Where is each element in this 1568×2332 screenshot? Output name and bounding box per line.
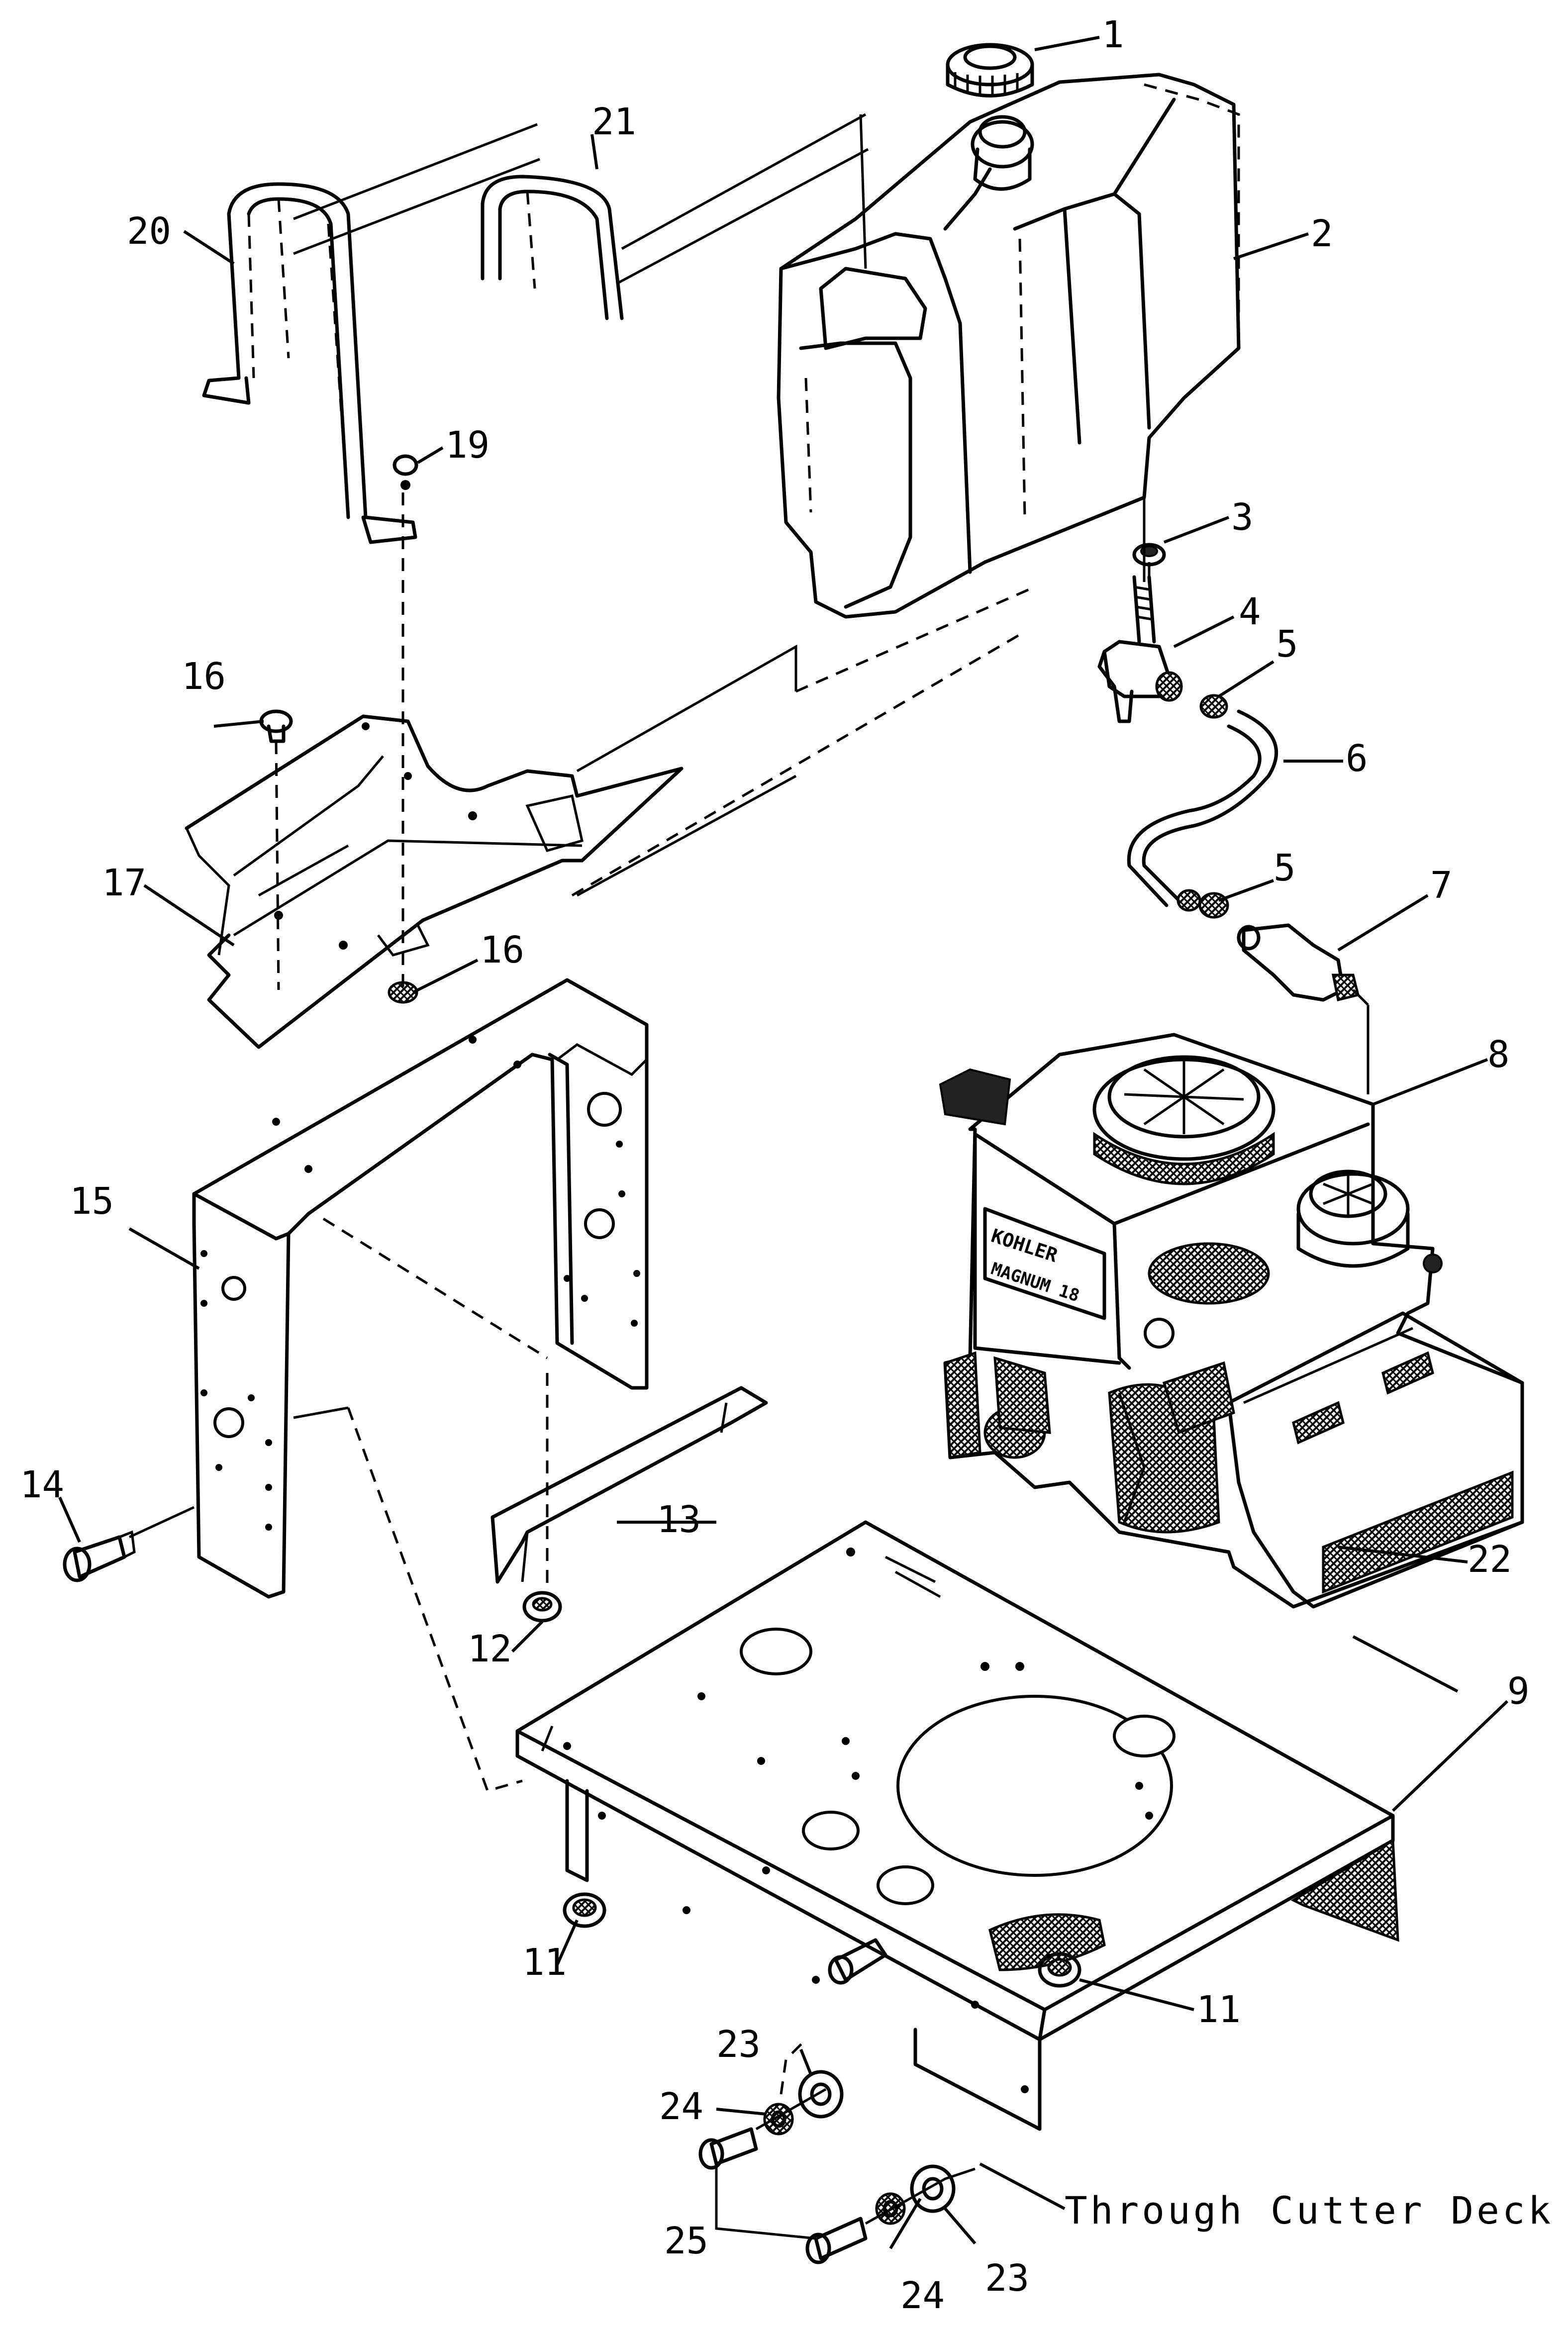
callout-5-lower: 5 (1274, 847, 1296, 889)
fuel-tank (777, 73, 1241, 619)
stud-deck (828, 1938, 887, 1985)
callout-2: 2 (1311, 212, 1333, 255)
nut-11a (563, 1892, 606, 1928)
nut-12 (522, 1591, 562, 1623)
callout-20: 20 (127, 210, 171, 253)
washer-23b (910, 2164, 956, 2213)
callout-25: 25 (664, 2220, 708, 2262)
callout-11-right: 11 (1196, 1988, 1241, 2031)
fuel-hose-6 (1127, 709, 1278, 907)
engine-8: KOHLER MAGNUM 18 (939, 1033, 1524, 1609)
callout-16-upper: 16 (182, 655, 226, 698)
fuel-filter-7 (1237, 923, 1360, 1002)
pan-17 (185, 714, 684, 1049)
washer-23a (798, 2070, 844, 2119)
shutoff-valve-4 (1097, 575, 1183, 723)
leader-lines (58, 36, 1509, 2249)
callout-6: 6 (1346, 737, 1368, 780)
nut-11b (1038, 1952, 1081, 1988)
frame-15 (192, 978, 649, 1599)
callout-24-upper: 24 (659, 2085, 703, 2128)
callout-13: 13 (657, 1498, 701, 1541)
callout-8: 8 (1487, 1033, 1510, 1076)
callout-23-upper: 23 (716, 2023, 761, 2066)
callout-7: 7 (1430, 864, 1453, 907)
lockwasher-24a (763, 2103, 794, 2136)
callout-16-lower: 16 (480, 929, 524, 972)
tank-strap-20 (202, 182, 417, 544)
grommet-3 (1132, 543, 1166, 567)
callout-22: 22 (1468, 1538, 1512, 1581)
assembly-dash-lines (128, 113, 1370, 2240)
callout-12: 12 (468, 1628, 512, 1670)
tank-strap-21 (481, 175, 624, 320)
engine-model-label: MAGNUM 18 (988, 1259, 1082, 1306)
callout-17: 17 (102, 862, 146, 904)
callout-24-lower: 24 (900, 2274, 945, 2317)
callout-labels: 1 2 3 4 5 6 5 7 8 22 9 11 11 12 13 14 15… (20, 13, 1554, 2317)
fuel-cap (946, 43, 1034, 97)
through-cutter-deck-note: Through Cutter Deck (1065, 2188, 1554, 2233)
hose-clamp-5b (1176, 889, 1229, 919)
hose-clamp-5a (1199, 694, 1228, 719)
callout-9: 9 (1507, 1670, 1530, 1713)
nut-19 (392, 454, 418, 490)
callout-1: 1 (1102, 13, 1124, 56)
callout-21: 21 (592, 100, 636, 143)
brace-13 (490, 1386, 768, 1584)
callout-14: 14 (20, 1463, 64, 1506)
callout-23-lower: 23 (985, 2257, 1029, 2300)
bolt-25a (698, 2127, 758, 2170)
callout-5-upper: 5 (1276, 623, 1298, 666)
deck-plate-9 (515, 1520, 1399, 2131)
callout-11-left: 11 (522, 1941, 567, 1984)
callout-15: 15 (70, 1180, 114, 1223)
bolt-14 (63, 1530, 136, 1582)
callout-19: 19 (445, 424, 490, 467)
bolt-25b (805, 2217, 868, 2264)
callout-3: 3 (1231, 496, 1254, 539)
callout-4: 4 (1239, 590, 1261, 633)
bolt-16 (259, 709, 293, 743)
